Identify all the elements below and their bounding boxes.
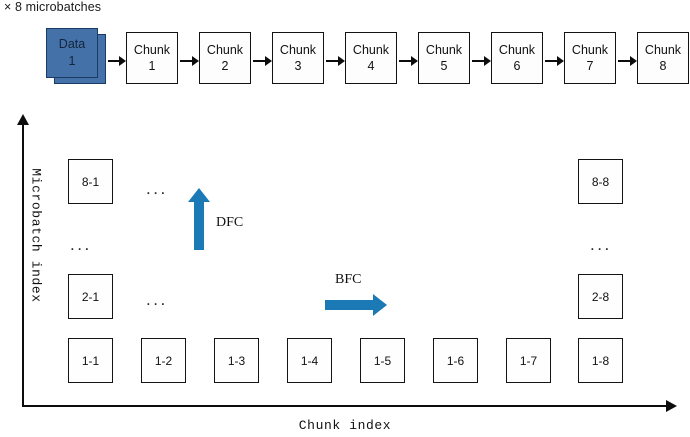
connector-arrowhead: [338, 56, 345, 66]
chunk-box-label: Chunk: [206, 42, 244, 57]
bfc-arrow-icon: [325, 294, 387, 316]
chunk-connector-arrow: [399, 56, 418, 66]
grid-ellipsis: ...: [146, 179, 168, 198]
grid-cell-label: 8-1: [81, 174, 100, 189]
connector-arrowhead: [411, 56, 418, 66]
chunk-box-label: Chunk: [279, 42, 317, 57]
chunk-box-6: Chunk 6: [491, 32, 543, 84]
dfc-arrowhead: [188, 188, 210, 202]
chunk-box-label: Chunk: [425, 42, 463, 57]
grid-cell-label: 8-8: [591, 174, 610, 189]
microbatch-caption: × 8 microbatches: [4, 0, 102, 14]
chunk-connector-arrow: [472, 56, 491, 66]
chunk-connector-arrow: [180, 56, 199, 66]
y-axis-line: [22, 124, 24, 407]
chunk-box-index: 8: [659, 59, 667, 73]
chunk-box-1: Chunk 1: [126, 32, 178, 84]
grid-cell-1-4: 1-4: [287, 338, 332, 383]
chunk-box-4: Chunk 4: [345, 32, 397, 84]
x-axis-label: Chunk index: [298, 418, 392, 433]
chunk-box-5: Chunk 5: [418, 32, 470, 84]
grid-cell-2-8: 2-8: [578, 274, 623, 319]
chunk-box-7: Chunk 7: [564, 32, 616, 84]
grid-cell-label: 1-4: [300, 353, 319, 368]
connector-shaft: [326, 60, 338, 62]
connector-arrowhead: [192, 56, 199, 66]
grid-cell-label: 1-5: [373, 353, 392, 368]
connector-shaft: [399, 60, 411, 62]
grid-cell-1-6: 1-6: [433, 338, 478, 383]
dfc-label: DFC: [216, 215, 244, 230]
grid-cell-1-3: 1-3: [214, 338, 259, 383]
data-source-stack: Data 1: [46, 28, 108, 86]
connector-arrowhead: [630, 56, 637, 66]
connector-arrowhead: [265, 56, 272, 66]
y-axis-label: Microbatch index: [28, 168, 44, 303]
chunk-box-index: 6: [513, 59, 521, 73]
chunk-box-index: 1: [148, 59, 156, 73]
grid-cell-1-2: 1-2: [141, 338, 186, 383]
connector-arrowhead: [119, 56, 126, 66]
grid-cell-1-1: 1-1: [68, 338, 113, 383]
dfc-arrow-icon: [188, 188, 210, 250]
chunk-box-label: Chunk: [571, 42, 609, 57]
chunk-connector-arrow: [108, 56, 126, 66]
grid-cell-label: 1-7: [519, 353, 538, 368]
connector-shaft: [108, 60, 119, 62]
chunk-box-index: 4: [367, 59, 375, 73]
grid-cell-label: 2-8: [591, 289, 610, 304]
bfc-label: BFC: [335, 272, 362, 287]
connector-shaft: [472, 60, 484, 62]
chunk-box-index: 7: [586, 59, 594, 73]
data-box-index: 1: [68, 54, 76, 68]
data-box-title: Data: [58, 37, 86, 52]
grid-ellipsis: ...: [590, 235, 612, 254]
grid-cell-label: 1-1: [81, 353, 100, 368]
y-axis-arrowhead: [17, 114, 29, 125]
chunk-box-2: Chunk 2: [199, 32, 251, 84]
x-axis-line: [22, 405, 668, 407]
grid-ellipsis: ...: [146, 290, 168, 309]
dfc-arrow-shaft: [194, 200, 204, 250]
grid-cell-label: 2-1: [81, 289, 100, 304]
grid-cell-1-7: 1-7: [506, 338, 551, 383]
grid-cell-label: 1-3: [227, 353, 246, 368]
chunk-box-index: 3: [294, 59, 302, 73]
connector-arrowhead: [557, 56, 564, 66]
chunk-connector-arrow: [326, 56, 345, 66]
connector-shaft: [253, 60, 265, 62]
connector-arrowhead: [484, 56, 491, 66]
grid-ellipsis: ...: [70, 235, 92, 254]
chunk-box-index: 2: [221, 59, 229, 73]
grid-cell-8-1: 8-1: [68, 159, 113, 204]
grid-cell-2-1: 2-1: [68, 274, 113, 319]
chunk-connector-arrow: [618, 56, 637, 66]
connector-shaft: [545, 60, 557, 62]
grid-cell-label: 1-6: [446, 353, 465, 368]
grid-cell-1-8: 1-8: [578, 338, 623, 383]
grid-cell-label: 1-2: [154, 353, 173, 368]
x-axis-arrowhead: [666, 400, 677, 412]
chunk-box-3: Chunk 3: [272, 32, 324, 84]
connector-shaft: [618, 60, 630, 62]
grid-cell-1-5: 1-5: [360, 338, 405, 383]
data-box: Data 1: [46, 28, 98, 78]
chunk-box-label: Chunk: [133, 42, 171, 57]
connector-shaft: [180, 60, 192, 62]
bfc-arrowhead: [373, 294, 387, 316]
chunk-box-index: 5: [440, 59, 448, 73]
chunk-box-label: Chunk: [352, 42, 390, 57]
chunk-connector-arrow: [253, 56, 272, 66]
chunk-box-label: Chunk: [644, 42, 682, 57]
chunk-connector-arrow: [545, 56, 564, 66]
bfc-arrow-shaft: [325, 300, 375, 310]
chunk-box-8: Chunk 8: [637, 32, 689, 84]
grid-cell-label: 1-8: [591, 353, 610, 368]
grid-cell-8-8: 8-8: [578, 159, 623, 204]
chunk-box-label: Chunk: [498, 42, 536, 57]
